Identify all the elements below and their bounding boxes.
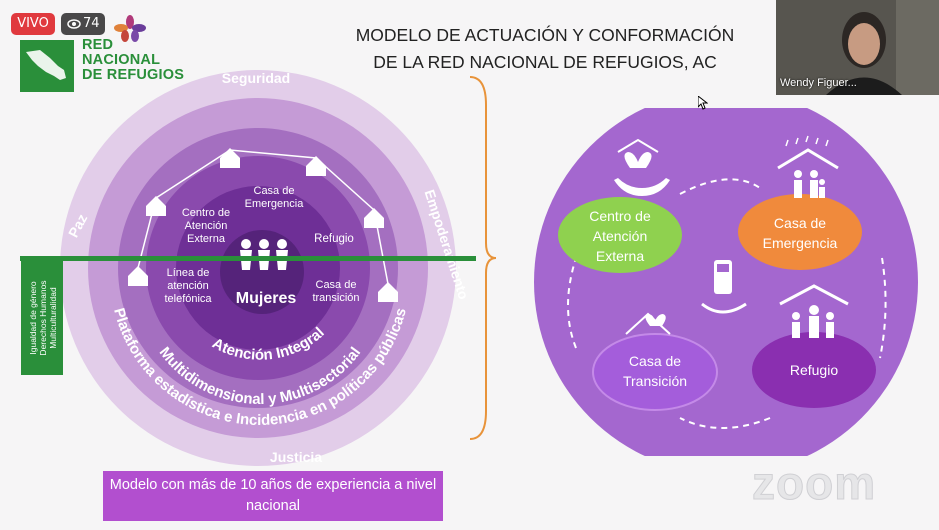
participant-name: Wendy Figuer... xyxy=(780,77,857,89)
eye-icon xyxy=(67,19,81,29)
viewer-count: 74 xyxy=(83,16,100,31)
family-shelter-icon xyxy=(779,284,849,338)
outer-label-seguridad: Seguridad xyxy=(222,70,290,86)
value-derechos: Derechos Humanos xyxy=(38,280,48,355)
values-box: Igualdad de género Derechos Humanos Mult… xyxy=(21,261,63,375)
left-diagram: Seguridad Empoderamiento Justicia Paz Pl… xyxy=(20,70,476,466)
bracket-connector xyxy=(469,76,496,440)
outer-label-justicia: Justicia xyxy=(270,449,322,465)
caption-box: Modelo con más de 10 años de experiencia… xyxy=(103,471,443,521)
center-label-mujeres: Mujeres xyxy=(236,290,297,307)
green-band xyxy=(20,256,476,261)
node-refugio: Refugio xyxy=(752,332,876,408)
shelter-family-icon xyxy=(777,135,839,198)
participant-video[interactable]: Wendy Figuer... xyxy=(776,0,939,95)
logo-text: RED NACIONAL DE REFUGIOS xyxy=(82,37,185,83)
logo: RED NACIONAL DE REFUGIOS xyxy=(18,14,188,92)
women-icon xyxy=(240,239,288,270)
butterfly-house-icon xyxy=(625,312,671,335)
mouse-cursor xyxy=(697,94,709,114)
flower-icon xyxy=(114,15,146,42)
live-badge: VIVO xyxy=(11,13,55,35)
slide-title: MODELO DE ACTUACIÓN Y CONFORMACIÓN DE LA… xyxy=(355,25,735,72)
cycle-dashes xyxy=(567,178,887,429)
svg-text:Refugio: Refugio xyxy=(790,362,838,378)
participant-silhouette xyxy=(776,0,939,95)
phone-hands-icon xyxy=(701,260,747,314)
viewer-count-badge: 74 xyxy=(61,13,105,35)
house-icon xyxy=(128,148,398,302)
butterfly-hands-icon xyxy=(614,138,670,196)
value-igualdad: Igualdad de género xyxy=(28,281,38,355)
value-multiculturalidad: Multiculturalidad xyxy=(48,287,58,349)
mexico-map-icon xyxy=(20,40,74,92)
zoom-watermark: zoom xyxy=(751,457,877,510)
label-refugio: Refugio xyxy=(314,233,354,245)
